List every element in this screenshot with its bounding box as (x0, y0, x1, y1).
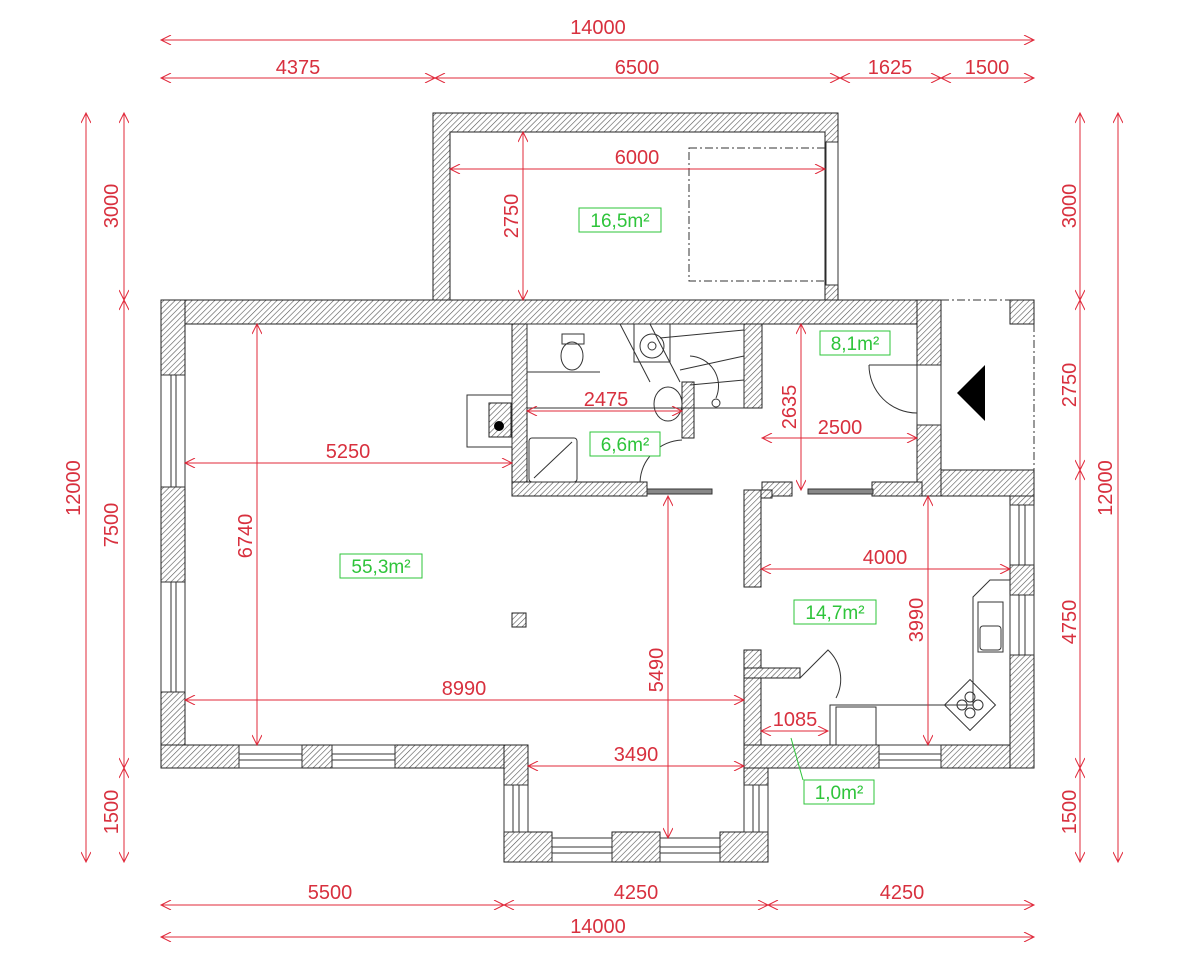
fixtures (466, 147, 1035, 746)
area-garage: 16,5m² (590, 211, 649, 232)
dim-kitchen-depth: 3990 (906, 598, 928, 643)
dim-top-seg-4: 1500 (965, 57, 1010, 79)
entrance-arrow-icon (957, 365, 985, 421)
stove-icon (943, 678, 997, 732)
dim-right-seg-2: 2750 (1059, 363, 1081, 408)
dim-hall-width: 2500 (818, 417, 863, 439)
dim-right-seg-1: 3000 (1059, 184, 1081, 229)
dim-bay-depth: 5490 (646, 648, 668, 693)
dim-left-seg-3: 1500 (101, 790, 123, 835)
dim-bottom-seg-2: 4250 (614, 882, 659, 904)
sink-icon (653, 386, 683, 422)
dim-right-seg-4: 1500 (1059, 790, 1081, 835)
area-living: 55,3m² (351, 557, 410, 578)
dim-bottom-total: 14000 (570, 916, 626, 938)
car-outline (688, 147, 827, 282)
dim-top-seg-2: 6500 (615, 57, 660, 79)
kitchen-sink-icon (977, 601, 1004, 653)
dim-garage-depth: 2750 (501, 194, 523, 239)
dim-bottom-seg-1: 5500 (308, 882, 353, 904)
area-labels: 16,5m² 6,6m² 8,1m² 55,3m² 14,7m² 1,0m² (339, 207, 891, 805)
dim-bath-width: 2475 (584, 389, 629, 411)
dim-left-seg-2: 7500 (101, 503, 123, 548)
dim-pantry-width: 1085 (773, 709, 818, 731)
area-kitchen: 14,7m² (805, 603, 864, 624)
dim-top-seg-3: 1625 (868, 57, 913, 79)
area-hall: 8,1m² (831, 334, 880, 355)
dim-right-seg-3: 4750 (1059, 600, 1081, 645)
dim-kitchen-width: 4000 (863, 547, 908, 569)
shower-icon (528, 437, 578, 483)
dim-left-total: 12000 (63, 460, 85, 516)
dim-hall-depth: 2635 (779, 385, 801, 430)
toilet-icon (560, 341, 584, 371)
dim-top-seg-1: 4375 (276, 57, 321, 79)
dim-living-depth: 6740 (235, 514, 257, 559)
dim-garage-width: 6000 (615, 147, 660, 169)
area-bathroom: 6,6m² (601, 435, 650, 456)
dim-living-width: 8990 (442, 678, 487, 700)
dim-bay-width: 3490 (614, 744, 659, 766)
dim-bottom-seg-3: 4250 (880, 882, 925, 904)
dimension-labels: 14000 4375 6500 1625 1500 5500 4250 4250… (63, 17, 1117, 938)
dim-living-to-wall: 5250 (326, 441, 371, 463)
dim-top-total: 14000 (570, 17, 626, 39)
windows (160, 141, 1035, 863)
dim-right-total: 12000 (1095, 460, 1117, 516)
dimension-lines (86, 40, 1118, 937)
area-pantry: 1,0m² (815, 783, 864, 804)
dim-left-seg-1: 3000 (101, 184, 123, 229)
